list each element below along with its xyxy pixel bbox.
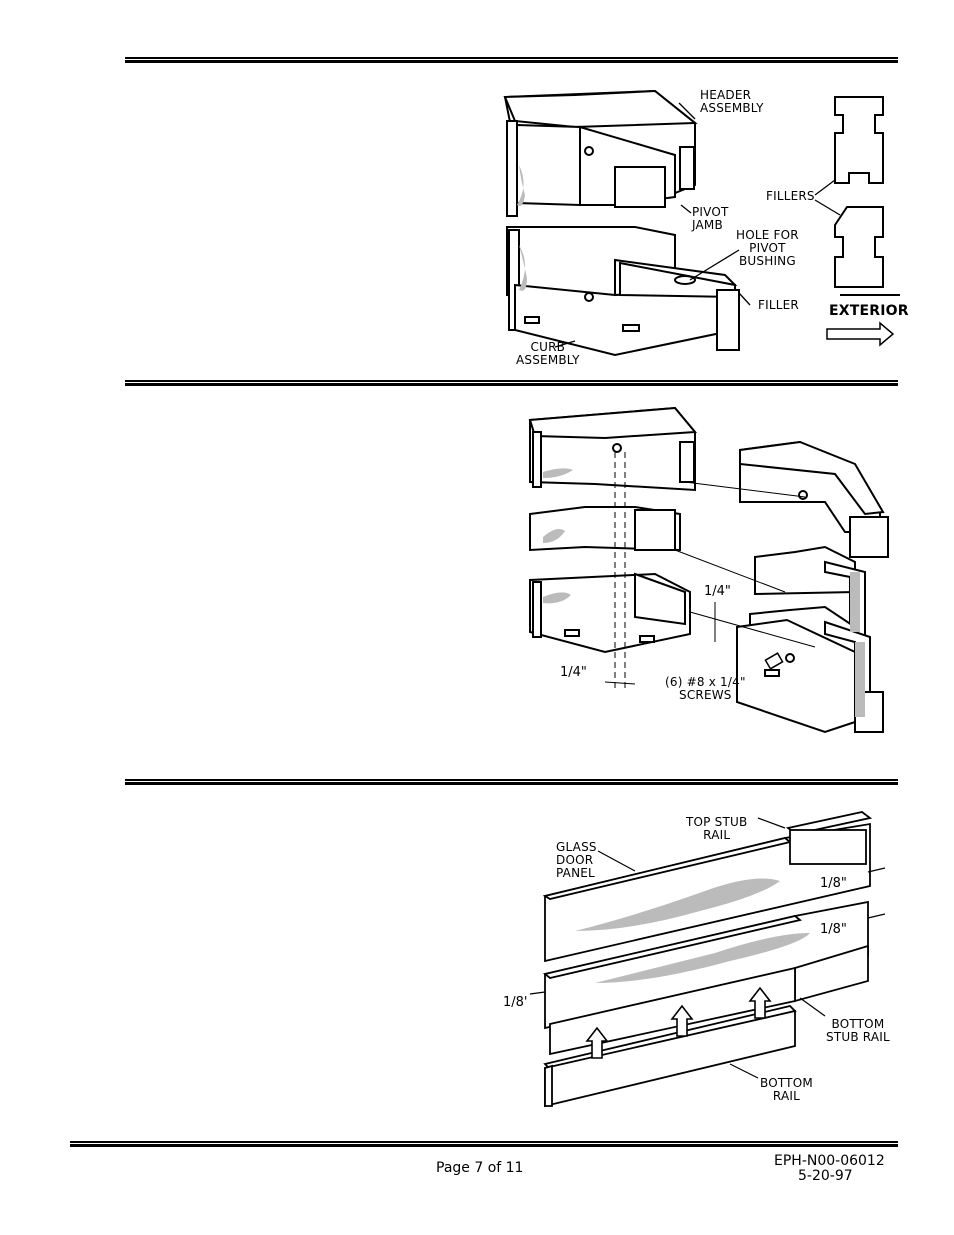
dimension-left-eighth-inch: 1/8': [503, 995, 528, 1010]
document-number: EPH-N00-06012: [774, 1153, 885, 1169]
dimension-middle-eighth-inch: 1/8": [820, 922, 847, 937]
dimension-top-eighth-inch: 1/8": [820, 876, 847, 891]
label-screws: (6) #8 x 1/4"SCREWS: [665, 675, 746, 702]
label-fillers: FILLERS: [766, 189, 815, 203]
dimension-vertical-quarter-inch: 1/4": [704, 584, 731, 599]
document-date: 5-20-97: [798, 1168, 853, 1184]
page-number: Page 7 of 11: [436, 1160, 524, 1176]
dimension-horizontal-quarter-inch: 1/4": [560, 665, 587, 680]
exploded-assembly-drawing: [528, 406, 889, 734]
header-curb-assembly-drawing: [503, 89, 900, 357]
door-panel-rails-drawing: [529, 811, 886, 1108]
label-exterior: EXTERIOR: [829, 303, 909, 319]
section-rule-3: [125, 779, 898, 785]
footer-rule: [70, 1141, 898, 1147]
label-filler: FILLER: [758, 298, 799, 312]
section-rule-1: [125, 57, 898, 63]
section-rule-2: [125, 380, 898, 386]
